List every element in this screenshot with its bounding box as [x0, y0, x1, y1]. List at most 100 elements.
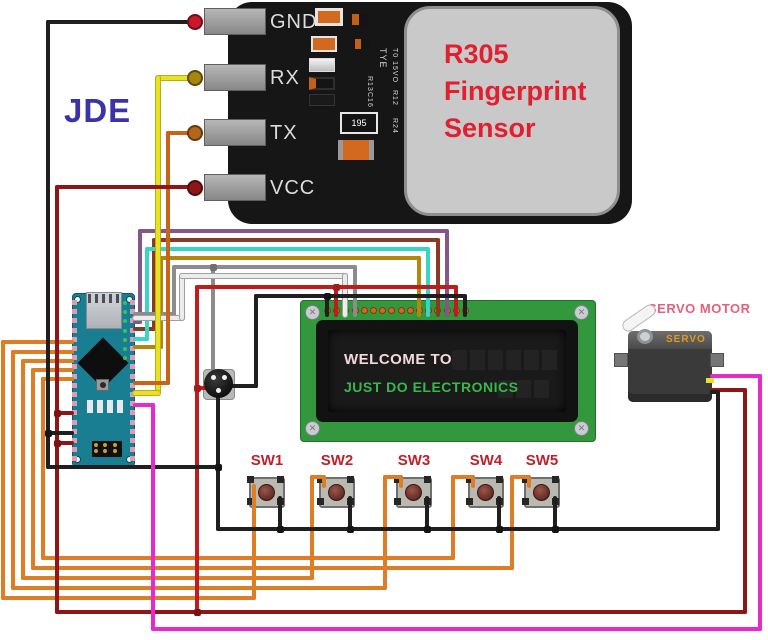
gnd-wire-tip — [187, 14, 203, 30]
smd-component — [309, 94, 335, 106]
wire-sw4-orange — [41, 556, 455, 560]
vcc-pin-connector — [204, 174, 266, 201]
smd-component — [352, 14, 368, 25]
fingerprint-title-line1: R305 — [444, 39, 509, 69]
arduino-reset-button — [96, 379, 109, 391]
smd-component — [311, 36, 337, 52]
servo-mount-tab — [710, 353, 724, 367]
wire-sw1-drop — [278, 496, 282, 533]
smd-chip-195: 195 — [340, 112, 378, 134]
switch-label-sw5: SW5 — [525, 452, 559, 469]
wire-junction — [209, 263, 217, 271]
wire-lcd-gray — [353, 265, 357, 317]
switch-cap — [258, 484, 275, 501]
wire-lcd-cyan — [133, 337, 149, 341]
arduino-pad — [130, 392, 135, 397]
switch-pin — [496, 476, 503, 483]
wire-junction — [332, 283, 340, 291]
switch-pin — [394, 476, 401, 483]
wire-sw2-orange — [21, 576, 314, 580]
smd-capacitor — [338, 140, 374, 160]
wire-junction — [44, 429, 52, 437]
arduino-pad — [72, 382, 77, 388]
wire-lcd-pin1-black — [325, 294, 329, 317]
wire-sw3-orange — [399, 475, 403, 488]
pot-terminal-dot — [222, 375, 227, 380]
wire-vcc-darkred — [710, 388, 747, 392]
wire-vcc-darkred — [55, 185, 194, 189]
wire-lcd-gray — [172, 265, 357, 269]
wire-5v-red — [195, 285, 458, 289]
lcd-screw: ✕ — [574, 421, 589, 436]
wire-lcd-purple — [445, 229, 449, 317]
wire-pot-lcd-black — [224, 384, 258, 388]
arduino-pad — [130, 318, 135, 324]
arduino-led-dot — [123, 328, 127, 333]
wire-lcd-purple — [133, 320, 142, 324]
tx-wire-tip — [187, 125, 203, 141]
arduino-led-dot — [123, 337, 127, 342]
wire-sw4-drop — [497, 496, 501, 533]
arduino-pad — [130, 410, 135, 416]
wire-junction — [276, 525, 284, 533]
wire-lcd-brown — [152, 238, 156, 331]
wire-5v-red — [454, 285, 458, 317]
switch-pin — [466, 498, 473, 505]
pot-terminal-dot — [216, 388, 221, 393]
switch-pin — [247, 498, 254, 505]
wire-sw4-orange — [471, 475, 475, 488]
wire-lcd-brown — [436, 238, 440, 317]
lcd-header-pad — [406, 307, 414, 314]
arduino-pad — [72, 447, 77, 453]
servo-screw — [637, 329, 653, 344]
arduino-pad — [72, 419, 77, 425]
wire-lcd-purple — [138, 229, 449, 233]
wire-junction — [323, 292, 331, 300]
arduino-pad — [130, 456, 135, 462]
arduino-smd — [117, 400, 123, 413]
arduino-pad — [130, 401, 135, 407]
gnd-pin-connector — [204, 8, 266, 35]
lcd-screw: ✕ — [305, 305, 320, 320]
silkscreen-text: R12 — [391, 90, 398, 106]
wire-sw5-orange — [510, 475, 514, 570]
jde-watermark: JDE — [64, 92, 132, 129]
silkscreen-text: T0 15VO — [391, 48, 398, 84]
lcd-display — [328, 330, 566, 412]
switch-pin — [424, 476, 431, 483]
arduino-pad — [130, 438, 135, 443]
arduino-mount-hole — [74, 296, 81, 303]
servo-mount-tab — [614, 353, 628, 367]
wire-junction — [193, 608, 201, 616]
wire-vcc-darkred — [55, 610, 747, 614]
tx-pin-connector — [204, 119, 266, 146]
wire-lcd-cyan — [145, 247, 149, 341]
switch-label-sw1: SW1 — [250, 452, 284, 469]
wire-servo-magenta — [758, 374, 762, 631]
switch-pin — [394, 498, 401, 505]
wire-sw5-orange — [31, 368, 35, 570]
wire-tx-orange — [166, 131, 194, 135]
wire-gnd-black — [46, 465, 220, 469]
wire-vcc-branch1 — [55, 411, 74, 415]
lcd-ghost-cell — [488, 350, 503, 370]
wire-sw5-orange — [510, 475, 531, 479]
wire-lcd-white — [179, 273, 348, 279]
arduino-pad — [72, 401, 77, 407]
smd-component — [309, 77, 335, 90]
arduino-pad — [130, 419, 135, 425]
silkscreen-text: TYE — [378, 48, 388, 69]
arduino-icsp-header — [92, 441, 122, 457]
wire-common-black — [716, 390, 720, 531]
arduino-pad — [72, 327, 77, 333]
wire-sw2-orange — [322, 475, 326, 488]
silkscreen-text: R24 — [391, 118, 398, 134]
wire-sw4-orange — [451, 475, 455, 560]
wire-junction — [53, 409, 61, 417]
rx-pin-connector — [204, 64, 266, 91]
potentiometer-knob — [204, 369, 233, 398]
arduino-led-dot — [123, 319, 127, 324]
wire-lcd-cyan — [145, 247, 430, 251]
silkscreen-text: R13 — [366, 76, 373, 92]
